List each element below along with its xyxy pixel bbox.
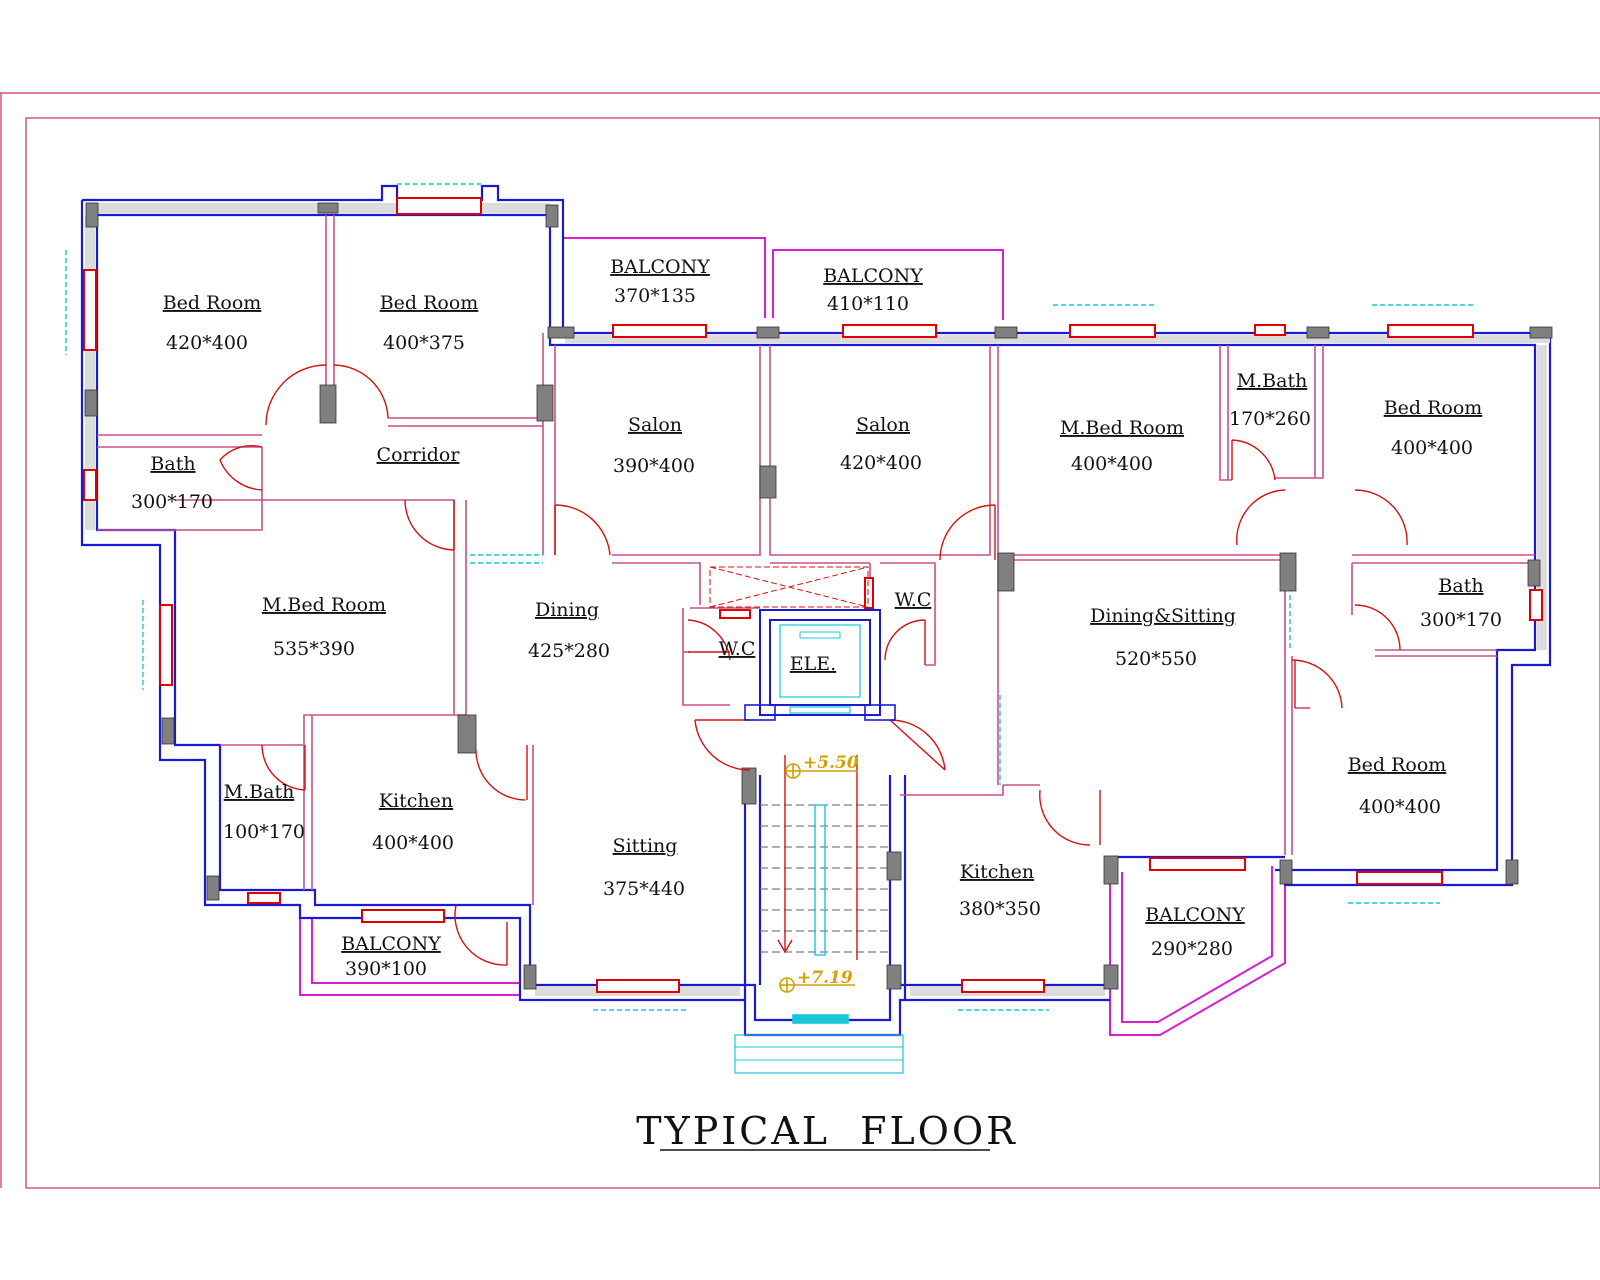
room-name: Kitchen <box>379 790 453 812</box>
room-name: BALCONY <box>1145 904 1245 926</box>
room-size: 410*110 <box>827 293 909 315</box>
room-name: M.Bed Room <box>262 594 386 616</box>
room-name: BALCONY <box>341 933 441 955</box>
room-size: 400*400 <box>1071 453 1153 475</box>
room-size: 390*100 <box>345 958 427 980</box>
room-name: Corridor <box>377 444 461 466</box>
glass-lines <box>65 183 1473 1011</box>
elevator-shaft <box>744 609 896 721</box>
room-size: 300*170 <box>131 491 213 513</box>
room-size: 300*170 <box>1420 609 1502 631</box>
room-name: M.Bath <box>224 781 295 803</box>
room-name: M.Bed Room <box>1060 417 1184 439</box>
room-name: ELE. <box>790 653 836 675</box>
room-size: 370*135 <box>614 285 696 307</box>
room-size: 390*400 <box>613 455 695 477</box>
room-name: Bed Room <box>380 292 479 314</box>
room-name: Bath <box>150 453 195 475</box>
room-size: 520*550 <box>1115 648 1197 670</box>
room-size: 425*280 <box>528 640 610 662</box>
room-size: 100*170 <box>223 821 305 843</box>
partitions <box>97 215 1535 905</box>
room-size: 170*260 <box>1229 408 1311 430</box>
room-size: 400*400 <box>1391 437 1473 459</box>
drawing-frames <box>0 92 1600 1189</box>
room-name: Sitting <box>613 835 678 857</box>
columns <box>84 202 1553 990</box>
door-swings <box>219 364 1408 966</box>
room-size: 400*400 <box>1359 796 1441 818</box>
room-size: 535*390 <box>273 638 355 660</box>
stair-well <box>734 755 904 1074</box>
room-name: Bed Room <box>1384 397 1483 419</box>
room-name: Bed Room <box>1348 754 1447 776</box>
room-size: 290*280 <box>1151 938 1233 960</box>
room-size: 420*400 <box>840 452 922 474</box>
room-name: W.C <box>895 589 932 611</box>
level-markers <box>779 763 858 993</box>
room-name: Salon <box>628 414 682 436</box>
duct-cross <box>709 566 869 608</box>
room-name: Bed Room <box>163 292 262 314</box>
room-name: BALCONY <box>610 256 710 278</box>
room-name: Kitchen <box>960 861 1034 883</box>
room-size: 400*375 <box>383 332 465 354</box>
room-name: Dining <box>535 599 599 621</box>
room-name: W.C <box>719 638 756 660</box>
room-name: Bath <box>1438 575 1483 597</box>
room-size: 380*350 <box>959 898 1041 920</box>
level-upper: +5.50 <box>803 753 859 773</box>
room-name: Salon <box>856 414 910 436</box>
room-name: Dining&Sitting <box>1090 605 1236 627</box>
room-name: BALCONY <box>823 265 923 287</box>
room-size: 375*440 <box>603 878 685 900</box>
windows <box>83 197 1543 993</box>
room-size: 420*400 <box>166 332 248 354</box>
drawing-title: TYPICAL FLOOR <box>636 1109 1017 1153</box>
level-lower: +7.19 <box>797 968 853 988</box>
room-size: 400*400 <box>372 832 454 854</box>
room-name: M.Bath <box>1237 370 1308 392</box>
